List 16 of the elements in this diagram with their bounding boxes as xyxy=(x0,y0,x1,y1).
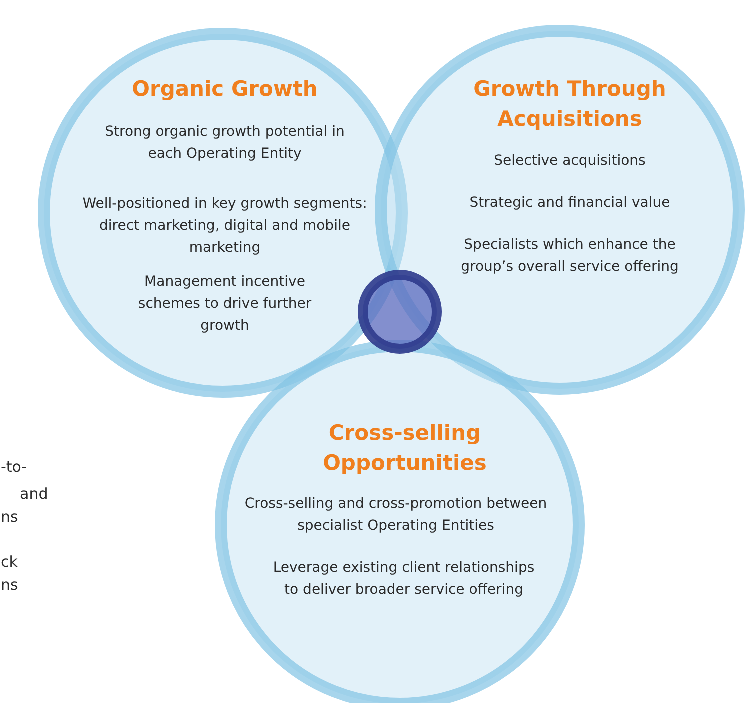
circle-text: Leverage existing client relationships to deliver broader service offering xyxy=(272,559,536,600)
text-fragment: -to- xyxy=(1,457,28,478)
text-fragment: ck xyxy=(1,552,18,573)
circle-text: Strong organic growth potential in each Operating Entity xyxy=(104,123,346,164)
circle-text: Well-positioned in key growth segments: direct marketing, digital and mobile marketing xyxy=(82,195,368,258)
text-fragment: ns xyxy=(1,575,18,596)
circle-text: Cross-selling and cross-promotion between specialist Operating Entities xyxy=(244,495,548,536)
circle-text: Selective acquisitions xyxy=(493,152,647,171)
circle-text: Management incentive schemes to drive further growth xyxy=(137,273,313,336)
circle-text: Specialists which enhance the group’s overall service offering xyxy=(460,236,680,277)
text-fragment: and xyxy=(20,484,48,505)
circle-text: Strategic and financial value xyxy=(468,194,672,213)
circle-heading: Cross-selling Opportunities xyxy=(322,420,488,477)
text-fragment: ns xyxy=(1,507,18,528)
circle-heading: Organic Growth xyxy=(131,76,319,103)
circle-heading: Growth Through Acquisitions xyxy=(472,76,668,133)
